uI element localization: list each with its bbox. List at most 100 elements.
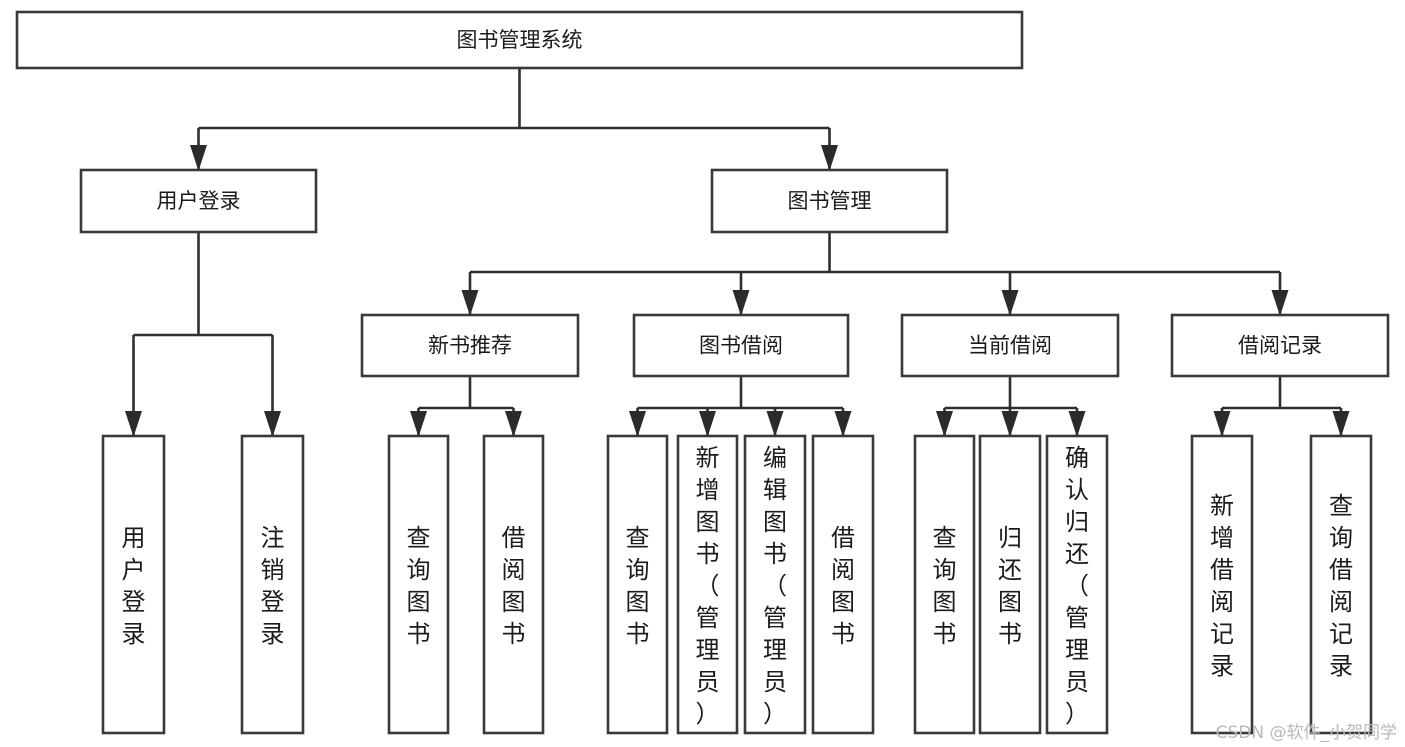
arrow-head-icon	[732, 290, 750, 316]
node-label-leaf-user-login-char: 登	[122, 588, 146, 616]
node-box-leaf-query-book-1[interactable]	[387, 434, 450, 735]
node-label-leaf-query-book-1-char: 书	[407, 620, 431, 648]
node-label-leaf-add-book-char: 理	[696, 636, 720, 664]
node-label-leaf-edit-book-char: ）	[763, 700, 787, 728]
node-label-leaf-edit-book-char: （	[763, 572, 787, 600]
node-label-leaf-confirm-return-char: （	[1065, 572, 1089, 600]
node-box-user-login[interactable]	[79, 168, 318, 234]
arrow-head-icon	[1332, 411, 1350, 437]
node-label-leaf-confirm-return-char: 还	[1065, 540, 1089, 568]
node-label-borrow-record: 借阅记录	[1238, 334, 1322, 358]
node-label-leaf-borrow-book-2-char: 书	[831, 620, 855, 648]
node-box-leaf-edit-book[interactable]	[743, 434, 807, 735]
arrow-head-icon	[766, 411, 784, 437]
node-layer: 图书管理系统用户登录图书管理新书推荐图书借阅当前借阅借阅记录用户登录注销登录查询…	[15, 10, 1390, 735]
arrow-head-icon	[190, 145, 207, 171]
node-label-leaf-query-book-3-char: 查	[933, 524, 957, 552]
node-label-leaf-edit-book-char: 书	[763, 540, 787, 568]
node-box-leaf-logout[interactable]	[240, 434, 305, 735]
node-label-leaf-borrow-book-1-char: 图	[502, 588, 526, 616]
node-box-leaf-add-book[interactable]	[676, 434, 739, 735]
node-box-leaf-borrow-book-2[interactable]	[811, 434, 875, 735]
node-current-borrow[interactable]: 当前借阅	[900, 313, 1120, 378]
node-book-borrow[interactable]: 图书借阅	[632, 313, 850, 378]
node-label-book-manage: 图书管理	[788, 189, 872, 213]
node-label-leaf-add-book-char: （	[696, 572, 720, 600]
node-root[interactable]: 图书管理系统	[15, 10, 1024, 70]
node-label-leaf-logout-char: 登	[261, 588, 285, 616]
node-label-leaf-borrow-book-2-char: 借	[831, 524, 855, 552]
node-label-root: 图书管理系统	[457, 28, 583, 52]
arrow-head-icon	[1213, 411, 1231, 437]
node-label-leaf-query-record-char: 记	[1329, 620, 1353, 648]
node-book-manage[interactable]: 图书管理	[710, 168, 949, 234]
node-label-leaf-edit-book-char: 编	[763, 444, 787, 472]
node-box-leaf-query-book-2[interactable]	[606, 434, 669, 735]
node-label-leaf-confirm-return-char: 管	[1065, 604, 1089, 632]
node-label-leaf-logout-char: 销	[261, 556, 285, 584]
node-label-leaf-confirm-return-char: 归	[1065, 508, 1089, 536]
node-label-leaf-borrow-book-1-char: 借	[502, 524, 526, 552]
node-label-leaf-return-book-char: 归	[998, 524, 1022, 552]
node-box-root[interactable]	[15, 10, 1024, 70]
node-label-leaf-query-record-char: 查	[1329, 492, 1353, 520]
node-label-leaf-query-book-2-char: 书	[626, 620, 650, 648]
node-label-leaf-borrow-book-2-char: 阅	[831, 556, 855, 584]
node-borrow-record[interactable]: 借阅记录	[1170, 313, 1390, 378]
arrow-head-icon	[264, 411, 281, 437]
node-box-book-manage[interactable]	[710, 168, 949, 234]
node-label-leaf-return-book-char: 图	[998, 588, 1022, 616]
node-label-leaf-edit-book-char: 员	[763, 668, 787, 696]
node-box-leaf-confirm-return[interactable]	[1045, 434, 1109, 735]
node-box-leaf-add-record[interactable]	[1190, 434, 1254, 735]
node-label-leaf-query-book-1-char: 询	[407, 556, 431, 584]
node-box-leaf-query-record[interactable]	[1309, 434, 1373, 735]
node-box-borrow-record[interactable]	[1170, 313, 1390, 378]
node-label-leaf-logout-char: 录	[261, 620, 285, 648]
node-label-leaf-add-book-char: 员	[696, 668, 720, 696]
node-box-new-book-rec[interactable]	[360, 313, 580, 378]
node-label-new-book-rec: 新书推荐	[428, 334, 512, 358]
arrow-head-icon	[699, 411, 716, 437]
arrow-head-icon	[1271, 290, 1289, 316]
node-box-leaf-query-book-3[interactable]	[913, 434, 976, 735]
node-box-leaf-borrow-book-1[interactable]	[482, 434, 545, 735]
node-label-leaf-query-record-char: 借	[1329, 556, 1353, 584]
node-box-current-borrow[interactable]	[900, 313, 1120, 378]
node-label-leaf-query-record-char: 阅	[1329, 588, 1353, 616]
node-label-leaf-confirm-return-char: ）	[1065, 700, 1089, 728]
arrow-head-icon	[461, 290, 479, 316]
node-label-leaf-edit-book-char: 理	[763, 636, 787, 664]
arrow-head-icon	[834, 411, 852, 437]
node-label-leaf-add-record-char: 借	[1210, 556, 1234, 584]
node-user-login[interactable]: 用户登录	[79, 168, 318, 234]
node-box-leaf-return-book[interactable]	[978, 434, 1042, 735]
edge-group-book-borrow-children	[629, 376, 852, 437]
node-box-leaf-user-login[interactable]	[101, 434, 166, 735]
node-label-leaf-confirm-return-char: 员	[1065, 668, 1089, 696]
node-label-leaf-edit-book-char: 辑	[763, 476, 787, 504]
node-label-leaf-query-book-3-char: 书	[933, 620, 957, 648]
node-new-book-rec[interactable]: 新书推荐	[360, 313, 580, 378]
node-box-book-borrow[interactable]	[632, 313, 850, 378]
node-label-leaf-edit-book-char: 图	[763, 508, 787, 536]
connector-layer	[125, 68, 1350, 437]
arrow-head-icon	[1001, 290, 1019, 316]
node-label-current-borrow: 当前借阅	[968, 334, 1052, 358]
node-leaf-user-login[interactable]: 用户登录	[101, 434, 166, 735]
node-label-leaf-user-login-char: 录	[122, 620, 146, 648]
node-label-leaf-confirm-return-char: 理	[1065, 636, 1089, 664]
